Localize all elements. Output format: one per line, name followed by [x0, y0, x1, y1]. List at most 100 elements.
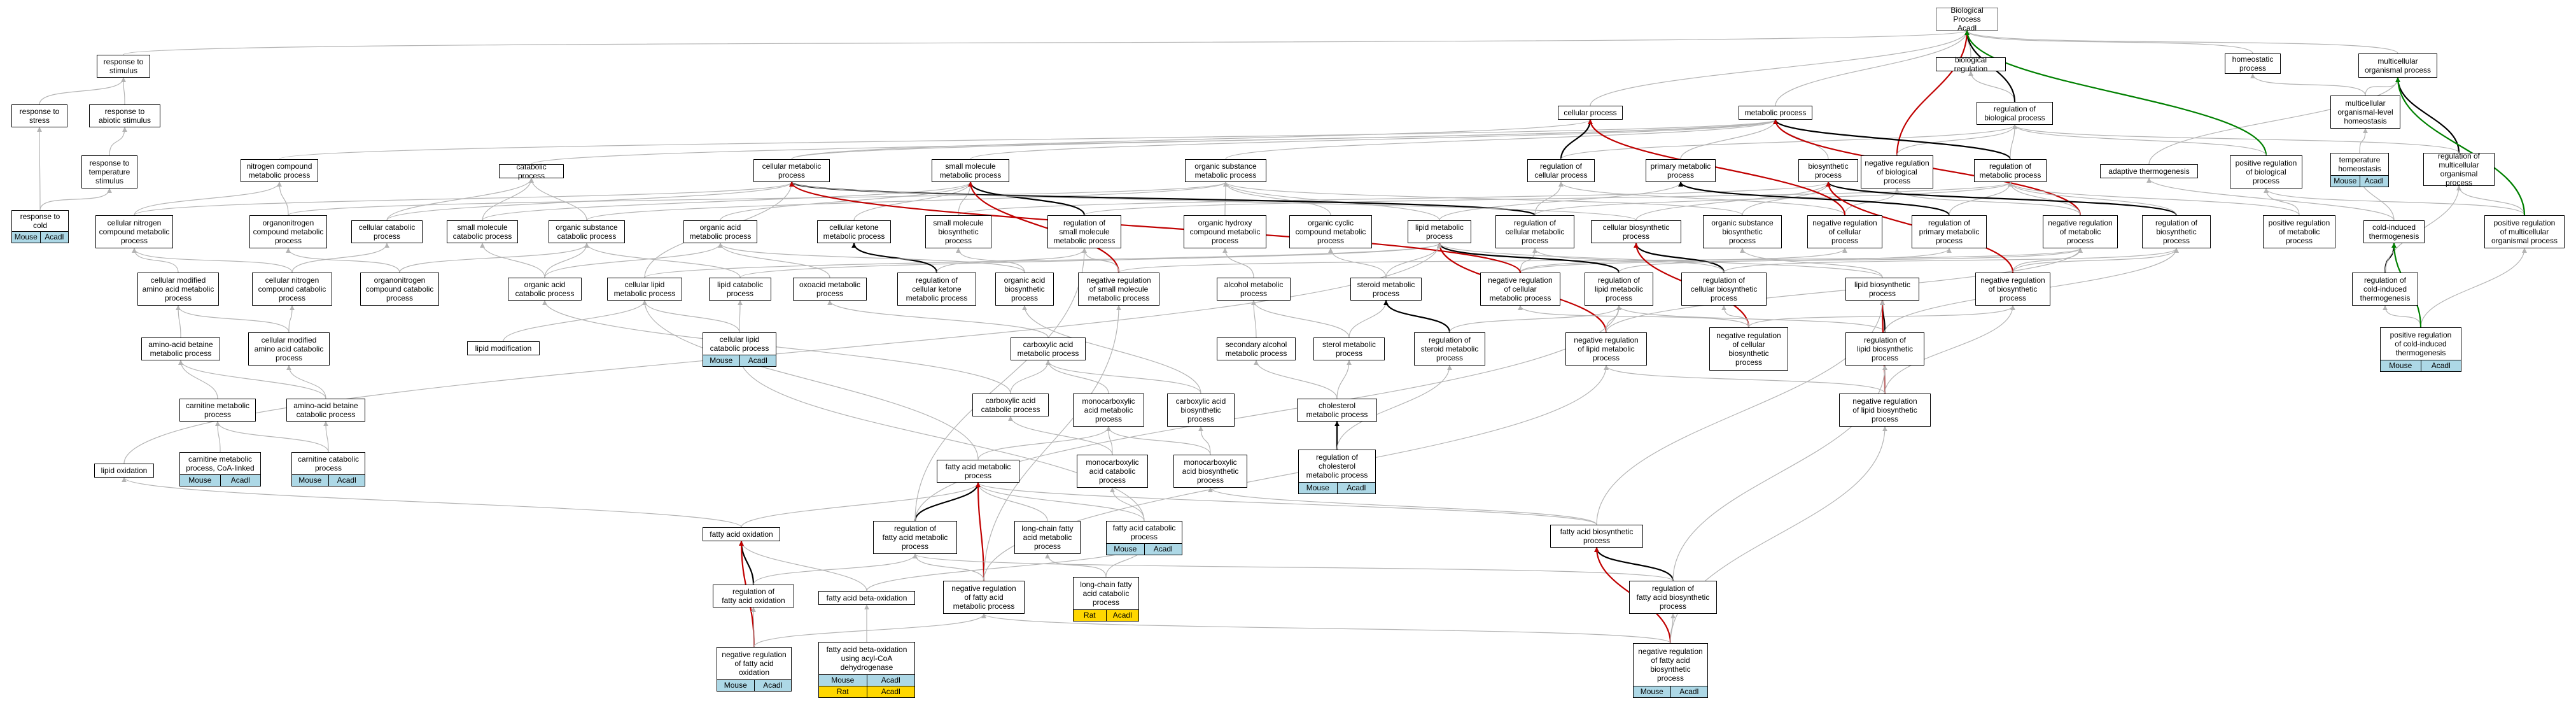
go-term-alcohol-metabolic-process[interactable]: alcohol metabolic process — [1217, 278, 1291, 301]
go-term-cellular-metabolic-process[interactable]: cellular metabolic process — [753, 159, 830, 182]
go-term-negative-regulation-of-cellular-biosynthetic-process[interactable]: negative regulation of cellular biosynth… — [1709, 327, 1788, 371]
go-term-positive-regulation-of-multicellular-organismal-process[interactable]: positive regulation of multicellular org… — [2484, 215, 2565, 248]
go-term-biological-regulation[interactable]: biological regulation — [1936, 55, 2006, 73]
go-term-organic-cyclic-compound-metabolic-process[interactable]: organic cyclic compound metabolic proces… — [1289, 215, 1372, 248]
go-term-carboxylic-acid-catabolic-process[interactable]: carboxylic acid catabolic process — [972, 394, 1049, 416]
go-term-organonitrogen-compound-catabolic-process[interactable]: organonitrogen compound catabolic proces… — [360, 273, 439, 306]
go-term-fatty-acid-beta-oxidation[interactable]: fatty acid beta-oxidation — [818, 591, 915, 605]
go-term-secondary-alcohol-metabolic-process[interactable]: secondary alcohol metabolic process — [1217, 337, 1296, 360]
go-term-regulation-of-multicellular-organismal-process[interactable]: regulation of multicellular organismal p… — [2423, 152, 2495, 187]
go-term-positive-regulation-of-cold-induced-thermogenesis[interactable]: positive regulation of cold-induced ther… — [2380, 327, 2461, 360]
go-term-temperature-homeostasis[interactable]: temperature homeostasis — [2330, 153, 2389, 176]
go-term-oxoacid-metabolic-process[interactable]: oxoacid metabolic process — [793, 278, 867, 301]
go-term-regulation-of-fatty-acid-metabolic-process[interactable]: regulation of fatty acid metabolic proce… — [873, 521, 957, 554]
go-term-organic-acid-biosynthetic-process[interactable]: organic acid biosynthetic process — [995, 273, 1054, 306]
go-term-small-molecule-metabolic-process[interactable]: small molecule metabolic process — [932, 159, 1009, 182]
go-term-cholesterol-metabolic-process[interactable]: cholesterol metabolic process — [1297, 399, 1377, 422]
go-term-negative-regulation-of-fatty-acid-oxidation[interactable]: negative regulation of fatty acid oxidat… — [717, 647, 792, 680]
go-term-catabolic-process[interactable]: catabolic process — [499, 162, 564, 180]
go-term-adaptive-thermogenesis[interactable]: adaptive thermogenesis — [2100, 164, 2198, 178]
go-term-lipid-biosynthetic-process[interactable]: lipid biosynthetic process — [1845, 278, 1919, 301]
go-term-negative-regulation-of-lipid-biosynthetic-process[interactable]: negative regulation of lipid biosyntheti… — [1839, 394, 1931, 427]
go-term-response-to-stimulus[interactable]: response to stimulus — [97, 55, 150, 78]
go-term-negative-regulation-of-biosynthetic-process[interactable]: negative regulation of biosynthetic proc… — [1975, 273, 2050, 306]
go-term-organic-hydroxy-compound-metabolic-process[interactable]: organic hydroxy compound metabolic proce… — [1184, 215, 1266, 248]
go-term-regulation-of-primary-metabolic-process[interactable]: regulation of primary metabolic process — [1912, 215, 1987, 248]
go-term-carnitine-metabolic-process[interactable]: carnitine metabolic process — [179, 399, 256, 422]
go-term-multicellular-organismal-process[interactable]: multicellular organismal process — [2358, 53, 2437, 78]
go-term-cellular-nitrogen-compound-catabolic-process[interactable]: cellular nitrogen compound catabolic pro… — [252, 273, 332, 306]
go-term-long-chain-fatty-acid-metabolic-process[interactable]: long-chain fatty acid metabolic process — [1014, 521, 1081, 554]
go-term-regulation-of-metabolic-process[interactable]: regulation of metabolic process — [1974, 159, 2047, 182]
go-term-small-molecule-catabolic-process[interactable]: small molecule catabolic process — [447, 220, 518, 243]
go-term-carnitine-metabolic-process-coa-linked[interactable]: carnitine metabolic process, CoA-linked — [179, 452, 261, 475]
go-term-monocarboxylic-acid-biosynthetic-process[interactable]: monocarboxylic acid biosynthetic process — [1173, 455, 1247, 488]
go-term-fatty-acid-beta-oxidation-using-acyl-coa-dehydrogenase[interactable]: fatty acid beta-oxidation using acyl-CoA… — [818, 642, 915, 675]
go-term-amino-acid-betaine-metabolic-process[interactable]: amino-acid betaine metabolic process — [141, 337, 220, 360]
go-term-cellular-lipid-metabolic-process[interactable]: cellular lipid metabolic process — [607, 278, 682, 301]
go-term-lipid-oxidation[interactable]: lipid oxidation — [94, 464, 154, 478]
go-term-cellular-nitrogen-compound-metabolic-process[interactable]: cellular nitrogen compound metabolic pro… — [95, 215, 173, 248]
go-term-carboxylic-acid-metabolic-process[interactable]: carboxylic acid metabolic process — [1011, 337, 1086, 360]
go-term-steroid-metabolic-process[interactable]: steroid metabolic process — [1350, 278, 1422, 301]
go-term-regulation-of-small-molecule-metabolic-process[interactable]: regulation of small molecule metabolic p… — [1047, 215, 1121, 248]
go-term-regulation-of-cellular-biosynthetic-process[interactable]: regulation of cellular biosynthetic proc… — [1681, 273, 1767, 306]
go-term-carboxylic-acid-biosynthetic-process[interactable]: carboxylic acid biosynthetic process — [1167, 394, 1235, 427]
go-term-negative-regulation-of-cellular-metabolic-process[interactable]: negative regulation of cellular metaboli… — [1480, 273, 1560, 306]
go-term-regulation-of-lipid-biosynthetic-process[interactable]: regulation of lipid biosynthetic process — [1845, 332, 1924, 366]
go-term-negative-regulation-of-metabolic-process[interactable]: negative regulation of metabolic process — [2043, 215, 2118, 248]
go-term-lipid-catabolic-process[interactable]: lipid catabolic process — [709, 278, 771, 301]
go-term-response-to-stress[interactable]: response to stress — [11, 104, 67, 127]
go-term-lipid-metabolic-process[interactable]: lipid metabolic process — [1408, 220, 1471, 243]
go-term-organic-substance-biosynthetic-process[interactable]: organic substance biosynthetic process — [1703, 215, 1782, 248]
go-term-negative-regulation-of-fatty-acid-biosynthetic-process[interactable]: negative regulation of fatty acid biosyn… — [1633, 643, 1708, 686]
go-term-response-to-abiotic-stimulus[interactable]: response to abiotic stimulus — [89, 104, 160, 127]
go-term-cold-induced-thermogenesis[interactable]: cold-induced thermogenesis — [2363, 220, 2425, 243]
go-term-organic-substance-metabolic-process[interactable]: organic substance metabolic process — [1185, 159, 1266, 182]
go-term-negative-regulation-of-fatty-acid-metabolic-process[interactable]: negative regulation of fatty acid metabo… — [943, 581, 1025, 614]
go-term-regulation-of-biological-process[interactable]: regulation of biological process — [1977, 102, 2053, 125]
go-term-regulation-of-cholesterol-metabolic-process[interactable]: regulation of cholesterol metabolic proc… — [1298, 450, 1376, 483]
go-term-nitrogen-compound-metabolic-process[interactable]: nitrogen compound metabolic process — [241, 159, 318, 182]
go-term-cellular-catabolic-process[interactable]: cellular catabolic process — [351, 220, 423, 243]
go-term-multicellular-organism-level-homeostasis[interactable]: multicellular organismal-level homeostas… — [2330, 96, 2400, 129]
go-term-regulation-of-biosynthetic-process[interactable]: regulation of biosynthetic process — [2142, 215, 2211, 248]
go-term-biosynthetic-process[interactable]: biosynthetic process — [1798, 159, 1858, 182]
go-term-positive-regulation-of-metabolic-process[interactable]: positive regulation of metabolic process — [2263, 215, 2335, 248]
go-term-negative-regulation-of-biological-process[interactable]: negative regulation of biological proces… — [1861, 155, 1933, 188]
go-term-regulation-of-fatty-acid-oxidation[interactable]: regulation of fatty acid oxidation — [713, 585, 794, 607]
go-term-regulation-of-steroid-metabolic-process[interactable]: regulation of steroid metabolic process — [1414, 332, 1485, 366]
go-term-organic-acid-catabolic-process[interactable]: organic acid catabolic process — [508, 278, 582, 301]
go-term-regulation-of-cellular-ketone-metabolic-process[interactable]: regulation of cellular ketone metabolic … — [897, 273, 976, 306]
go-term-fatty-acid-metabolic-process[interactable]: fatty acid metabolic process — [937, 460, 1019, 483]
go-term-cellular-lipid-catabolic-process[interactable]: cellular lipid catabolic process — [703, 332, 776, 355]
go-term-positive-regulation-of-biological-process[interactable]: positive regulation of biological proces… — [2230, 155, 2302, 188]
go-term-homeostatic-process[interactable]: homeostatic process — [2225, 53, 2281, 74]
go-term-metabolic-process[interactable]: metabolic process — [1739, 106, 1812, 120]
go-term-regulation-of-cold-induced-thermogenesis[interactable]: regulation of cold-induced thermogenesis — [2352, 273, 2418, 306]
go-term-amino-acid-betaine-catabolic-process[interactable]: amino-acid betaine catabolic process — [286, 399, 365, 422]
go-term-cellular-ketone-metabolic-process[interactable]: cellular ketone metabolic process — [817, 220, 891, 243]
go-term-organonitrogen-compound-metabolic-process[interactable]: organonitrogen compound metabolic proces… — [249, 215, 327, 248]
go-term-lipid-modification[interactable]: lipid modification — [467, 341, 540, 355]
go-term-fatty-acid-catabolic-process[interactable]: fatty acid catabolic process — [1106, 521, 1182, 544]
go-term-cellular-modified-amino-acid-metabolic-process[interactable]: cellular modified amino acid metabolic p… — [137, 273, 219, 306]
go-term-cellular-modified-amino-acid-catabolic-process[interactable]: cellular modified amino acid catabolic p… — [248, 332, 330, 366]
go-term-regulation-of-cellular-metabolic-process[interactable]: regulation of cellular metabolic process — [1495, 215, 1574, 248]
go-term-cellular-process[interactable]: cellular process — [1558, 106, 1623, 120]
go-term-regulation-of-cellular-process[interactable]: regulation of cellular process — [1527, 159, 1595, 182]
go-term-long-chain-fatty-acid-catabolic-process[interactable]: long-chain fatty acid catabolic process — [1073, 577, 1139, 610]
go-term-negative-regulation-of-cellular-process[interactable]: negative regulation of cellular process — [1807, 215, 1882, 248]
go-term-organic-substance-catabolic-process[interactable]: organic substance catabolic process — [549, 220, 625, 243]
go-term-sterol-metabolic-process[interactable]: sterol metabolic process — [1313, 337, 1385, 360]
